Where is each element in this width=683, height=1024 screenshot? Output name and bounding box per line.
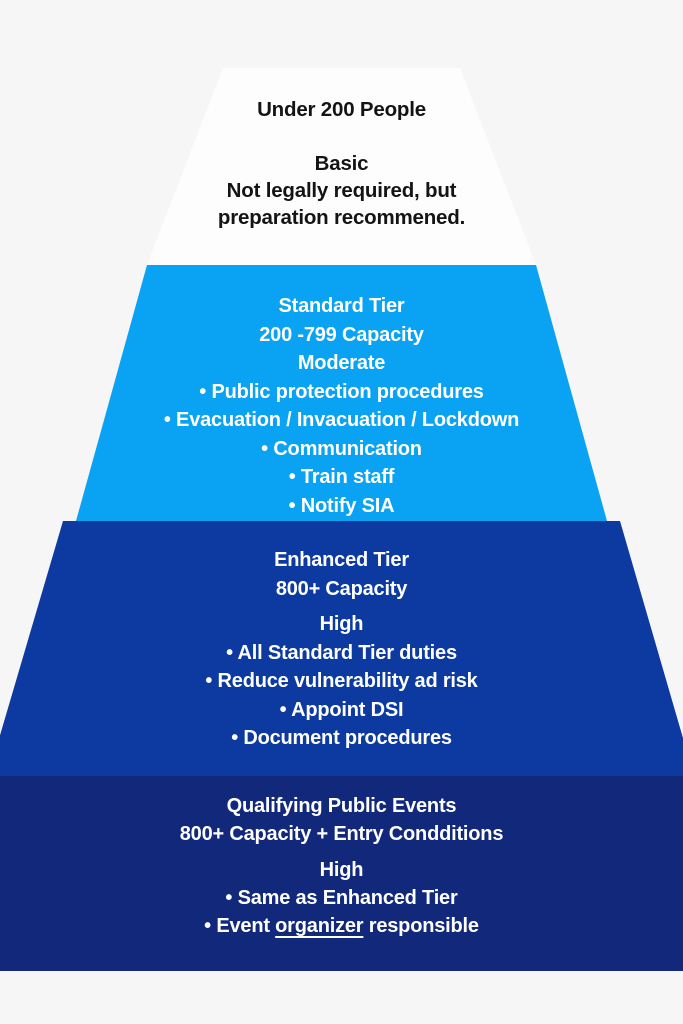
tier-basic-note-line-1: Not legally required, but (226, 179, 457, 202)
bullet-item: • Communication (261, 437, 422, 460)
tier-qualifying-capacity: 800+ Capacity + Entry Condditions (179, 823, 504, 845)
bullet-item: • Document procedures (231, 727, 452, 749)
bullet-item: • Appoint DSI (279, 698, 404, 721)
bullet-item: • Evacuation / Invacuation / Lockdown (163, 409, 520, 431)
tier-enhanced-title: Enhanced Tier (274, 549, 409, 571)
tier-enhanced: Enhanced Tier 800+ Capacity High • All S… (0, 521, 683, 776)
tier-enhanced-risk-level: High (319, 613, 364, 635)
tier-basic-capacity: Under 200 People (257, 98, 426, 121)
bullet-item: • Reduce vulnerability ad risk (205, 670, 478, 692)
tier-standard-risk-level: Moderate (297, 352, 386, 374)
tier-qualifying-title: Qualifying Public Events (226, 795, 457, 817)
bullet-item: • Train staff (288, 466, 395, 488)
tier-enhanced-capacity: 800+ Capacity (275, 577, 408, 600)
tier-qualifying-risk-level: High (319, 859, 364, 881)
tier-basic: Under 200 People Basic Not legally requi… (147, 68, 536, 265)
tier-standard-title: Standard Tier (278, 295, 405, 317)
bullet-text-prefix: • Event (204, 915, 276, 937)
tier-basic-note-line-2: preparation recommened. (217, 206, 466, 229)
tier-basic-title: Basic (314, 152, 369, 175)
bullet-item: • Event organizer responsible (0, 912, 683, 940)
tier-standard: Standard Tier 200 -799 Capacity Moderate… (76, 265, 607, 521)
tier-qualifying-public-events: Qualifying Public Events 800+ Capacity +… (0, 776, 683, 971)
bullet-text-underlined: organizer (275, 915, 364, 937)
bullet-text-suffix: responsible (363, 915, 479, 937)
bullet-item: • Public protection procedures (199, 380, 484, 403)
tier-standard-capacity: 200 -799 Capacity (259, 323, 424, 346)
bullet-item: • Same as Enhanced Tier (225, 887, 458, 909)
bullet-item: • Notify SIA (288, 494, 395, 517)
bullet-item: • All Standard Tier duties (226, 641, 457, 664)
